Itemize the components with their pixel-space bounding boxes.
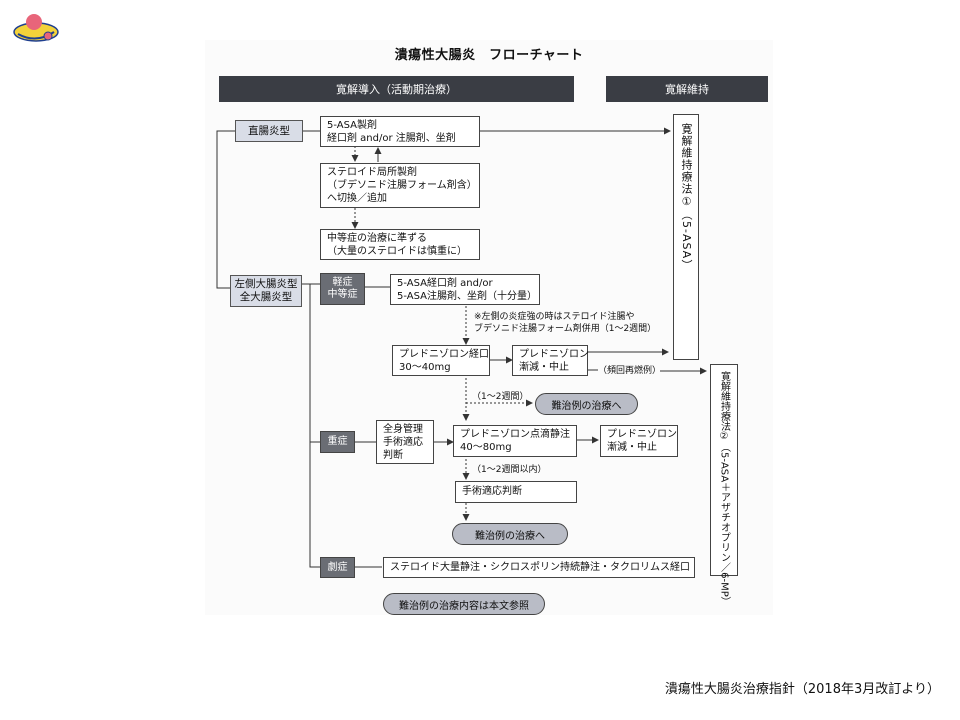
rectal-steroid-line1: ステロイド局所製剤 xyxy=(327,167,417,178)
severity-fulminant: 劇症 xyxy=(320,557,355,578)
mild-asa-box: 5-ASA経口剤 and/or 5-ASA注腸剤、坐剤（十分量） xyxy=(390,274,540,305)
band-maintenance: 寛解維持 xyxy=(606,76,768,102)
rectal-moderate-box: 中等症の治療に準ずる （大量のステロイドは慎重に） xyxy=(320,229,480,260)
rectal-moderate-line1: 中等症の治療に準ずる xyxy=(327,233,427,244)
mild-asa-line1: 5-ASA経口剤 and/or xyxy=(397,278,493,289)
band-induction: 寛解導入（活動期治療） xyxy=(219,76,574,102)
mild-prednisolone-line1: プレドニゾロン経口 xyxy=(399,349,489,360)
severe-iv-box: プレドニゾロン点滴静注 40〜80mg xyxy=(453,425,577,457)
rectal-steroid-box: ステロイド局所製剤 （ブデソニド注腸フォーム剤含） へ切換／追加 xyxy=(320,163,480,208)
mild-note-line1: ※左側の炎症強の時はステロイド注腸や xyxy=(474,312,635,322)
maintenance-therapy-1: 寛解維持療法①（5-ASA） xyxy=(673,114,699,360)
mild-asa-line2: 5-ASA注腸剤、坐剤（十分量） xyxy=(397,291,537,302)
rectal-steroid-line2: （ブデソニド注腸フォーム剤含） xyxy=(327,180,477,191)
mild-refractory-pill: 難治例の治療へ xyxy=(535,393,638,415)
rectal-asa-box: 5-ASA製剤 経口剤 and/or 注腸剤、坐剤 xyxy=(320,116,480,147)
severe-taper-box: プレドニゾロン 漸減・中止 xyxy=(600,425,678,457)
category-left-label: 左側大腸炎型 xyxy=(234,278,298,290)
severe-taper-line1: プレドニゾロン xyxy=(607,429,677,440)
severe-management-line2: 手術適応 xyxy=(383,437,423,448)
severe-management-line3: 判断 xyxy=(383,450,403,461)
logo-icon xyxy=(13,14,59,42)
severe-iv-line2: 40〜80mg xyxy=(460,442,512,453)
footer-reference-pill: 難治例の治療内容は本文参照 xyxy=(383,593,545,615)
maintenance-therapy-2-label: 寛解維持療法②（5-ASA＋アザチオプリン／6-MP） xyxy=(718,371,730,607)
mild-relapse-note: （頻回再燃例） xyxy=(598,366,662,376)
source-citation: 潰瘍性大腸炎治療指針（2018年3月改訂より） xyxy=(664,682,940,697)
severe-management-line1: 全身管理 xyxy=(383,424,423,435)
rectal-asa-line1: 5-ASA製剤 xyxy=(327,120,377,131)
category-rectal-label: 直腸炎型 xyxy=(248,124,290,137)
flowchart-title: 潰瘍性大腸炎 フローチャート xyxy=(394,48,584,63)
severity-mild-moderate: 軽症 中等症 xyxy=(320,273,365,305)
mild-note: ※左側の炎症強の時はステロイド注腸や ブデソニド注腸フォーム剤併用（1〜2週間） xyxy=(474,311,656,335)
severity-fulminant-label: 劇症 xyxy=(327,561,348,573)
category-left-total: 左側大腸炎型 全大腸炎型 xyxy=(230,275,302,307)
rectal-moderate-line2: （大量のステロイドは慎重に） xyxy=(327,246,467,257)
severity-mild-label: 軽症 xyxy=(332,277,353,288)
maintenance-therapy-1-label: 寛解維持療法①（5-ASA） xyxy=(680,123,693,272)
mild-taper-box: プレドニゾロン 漸減・中止 xyxy=(512,345,589,376)
mild-taper-line2: 漸減・中止 xyxy=(519,362,569,373)
severe-refractory-pill: 難治例の治療へ xyxy=(452,523,568,545)
rectal-steroid-line3: へ切換／追加 xyxy=(327,193,387,204)
rectal-asa-line2: 経口剤 and/or 注腸剤、坐剤 xyxy=(327,133,456,144)
severe-management-box: 全身管理 手術適応 判断 xyxy=(376,420,434,464)
severe-surgery-box: 手術適応判断 xyxy=(455,481,577,503)
severe-weeks-note: （1〜2週間以内） xyxy=(472,465,547,475)
mild-note-line2: ブデソニド注腸フォーム剤併用（1〜2週間） xyxy=(474,324,657,334)
severity-severe-label: 重症 xyxy=(327,436,348,447)
severe-iv-line1: プレドニゾロン点滴静注 xyxy=(460,429,570,440)
mild-taper-line1: プレドニゾロン xyxy=(519,349,589,360)
maintenance-therapy-2: 寛解維持療法②（5-ASA＋アザチオプリン／6-MP） xyxy=(710,364,738,607)
severity-moderate-label: 中等症 xyxy=(327,289,358,300)
mild-prednisolone-box: プレドニゾロン経口 30〜40mg xyxy=(392,345,490,376)
severe-taper-line2: 漸減・中止 xyxy=(607,442,657,453)
mild-prednisolone-line2: 30〜40mg xyxy=(399,362,451,373)
fulminant-treatment-box: ステロイド大量静注・シクロスポリン持続静注・タクロリムス経口 xyxy=(383,557,695,578)
severity-severe: 重症 xyxy=(320,431,355,453)
category-rectal: 直腸炎型 xyxy=(235,120,303,142)
category-total-label: 全大腸炎型 xyxy=(239,291,293,303)
mild-weeks-note: （1〜2週間） xyxy=(472,392,529,402)
